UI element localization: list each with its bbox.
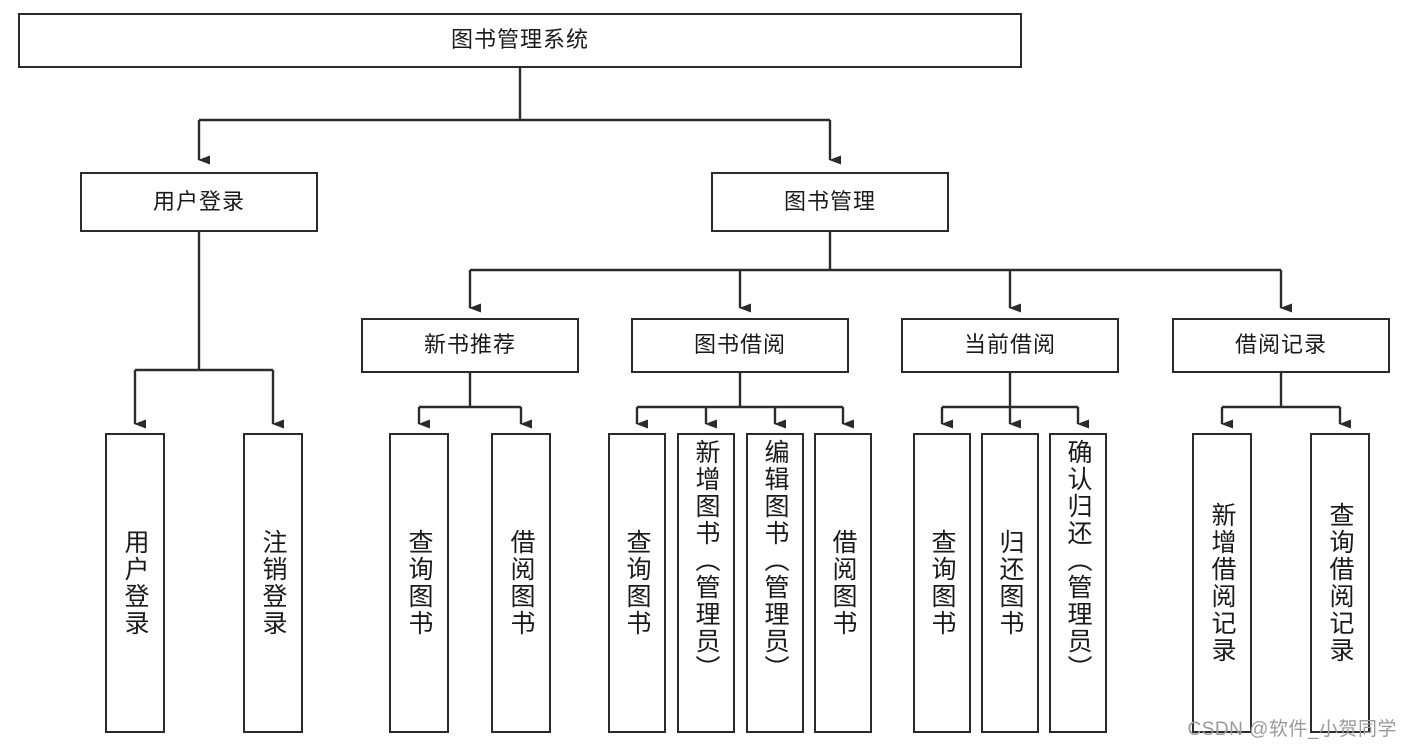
leaf-return-book-label: 归还图书 xyxy=(996,529,1024,637)
leaf-query-book-2[interactable]: 查询图书 xyxy=(608,433,666,733)
node-book-manage-label: 图书管理 xyxy=(783,188,876,214)
leaf-query-record-label: 查询借阅记录 xyxy=(1326,502,1354,664)
leaf-edit-book[interactable]: 编辑图书（管理员） xyxy=(746,433,804,733)
node-current-borrow[interactable]: 当前借阅 xyxy=(901,318,1119,373)
node-new-book-rec-label: 新书推荐 xyxy=(423,332,516,358)
node-current-borrow-label: 当前借阅 xyxy=(963,332,1056,358)
node-book-manage[interactable]: 图书管理 xyxy=(711,172,949,232)
leaf-user-logout-label: 注销登录 xyxy=(259,529,287,637)
leaf-query-book-3-label: 查询图书 xyxy=(928,529,956,637)
leaf-query-book-3[interactable]: 查询图书 xyxy=(913,433,971,733)
leaf-user-login[interactable]: 用户登录 xyxy=(105,433,165,733)
leaf-add-record-label: 新增借阅记录 xyxy=(1208,502,1236,664)
leaf-user-logout[interactable]: 注销登录 xyxy=(243,433,303,733)
leaf-query-book-1[interactable]: 查询图书 xyxy=(389,433,449,733)
leaf-return-book[interactable]: 归还图书 xyxy=(981,433,1039,733)
leaf-confirm-return-label: 确认归还（管理员） xyxy=(1064,439,1092,682)
node-user-login[interactable]: 用户登录 xyxy=(80,172,318,232)
node-root-label: 图书管理系统 xyxy=(450,27,589,53)
leaf-add-record[interactable]: 新增借阅记录 xyxy=(1192,433,1252,733)
leaf-borrow-book-2-label: 借阅图书 xyxy=(829,529,857,637)
leaf-query-record[interactable]: 查询借阅记录 xyxy=(1310,433,1370,733)
leaf-borrow-book-2[interactable]: 借阅图书 xyxy=(814,433,872,733)
csdn-watermark: CSDN @软件_小贺同学 xyxy=(1187,719,1397,740)
leaf-confirm-return[interactable]: 确认归还（管理员） xyxy=(1049,433,1107,733)
node-root[interactable]: 图书管理系统 xyxy=(18,13,1022,68)
node-book-borrow-label: 图书借阅 xyxy=(693,332,786,358)
leaf-edit-book-label: 编辑图书（管理员） xyxy=(761,439,789,682)
leaf-query-book-2-label: 查询图书 xyxy=(623,529,651,637)
leaf-borrow-book-1[interactable]: 借阅图书 xyxy=(491,433,551,733)
leaf-borrow-book-1-label: 借阅图书 xyxy=(507,529,535,637)
leaf-add-book[interactable]: 新增图书（管理员） xyxy=(677,433,735,733)
node-borrow-record[interactable]: 借阅记录 xyxy=(1172,318,1390,373)
node-new-book-rec[interactable]: 新书推荐 xyxy=(361,318,579,373)
leaf-user-login-label: 用户登录 xyxy=(121,529,149,637)
node-book-borrow[interactable]: 图书借阅 xyxy=(631,318,849,373)
node-user-login-label: 用户登录 xyxy=(152,188,245,214)
leaf-query-book-1-label: 查询图书 xyxy=(405,529,433,637)
leaf-add-book-label: 新增图书（管理员） xyxy=(692,439,720,682)
node-borrow-record-label: 借阅记录 xyxy=(1234,332,1327,358)
